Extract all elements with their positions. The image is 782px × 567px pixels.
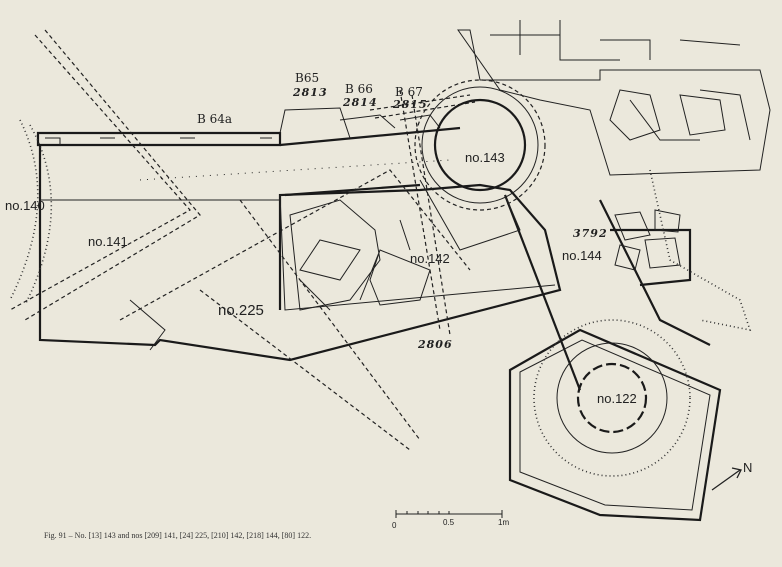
paving-stones [289,199,431,311]
round-structure-143 [414,79,546,251]
room-walls [38,145,722,522]
scale-1m: 1m [498,518,509,527]
north-label: N [743,460,752,475]
masonry-top-right [457,20,771,176]
label-no143: no.143 [465,150,505,165]
label-no225: no.225 [218,302,264,319]
label-2815: 2815 [392,98,428,111]
label-2806: 2806 [417,338,453,351]
label-no141: no.141 [88,234,128,249]
round-structure-122 [533,319,691,477]
figure-caption: Fig. 91 – No. [13] 143 and nos [209] 141… [44,531,312,540]
dashed-lines [9,29,752,451]
label-2813: 2813 [292,86,328,99]
label-no122: no.122 [597,391,637,406]
label-no140: no.140 [5,198,45,213]
stones-144 [614,209,681,271]
north-arrow: N [711,460,752,491]
label-3792: 3792 [573,227,608,240]
label-no144: no.144 [562,248,602,263]
wall-b64a [36,107,461,147]
label-2814: 2814 [342,96,378,109]
scale-0-5: 0.5 [443,518,455,527]
scale-bar: 0 0.5 1m [392,510,509,530]
label-b64a: B 64a [197,112,232,126]
label-no142: no.142 [410,251,450,266]
scale-0: 0 [392,521,397,530]
label-b65: B65 [295,71,319,85]
label-b66: B 66 [345,82,373,96]
label-b67: B 67 [395,85,423,99]
